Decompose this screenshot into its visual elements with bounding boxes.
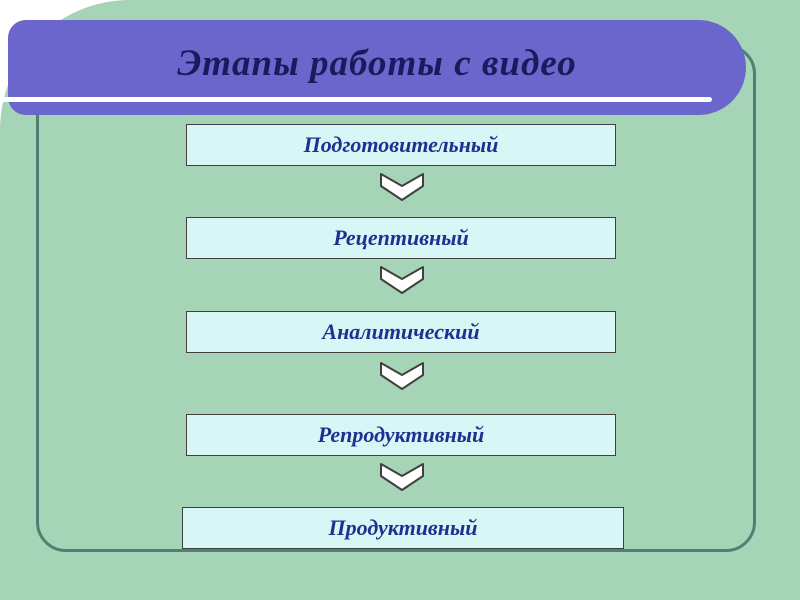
title-underline [0,97,712,102]
step-label: Рецептивный [333,225,469,250]
step-box-preparatory: Подготовительный [186,124,616,166]
step-label: Аналитический [322,319,480,344]
step-box-receptive: Рецептивный [186,217,616,259]
down-arrow-icon [380,266,424,294]
step-label: Продуктивный [328,515,478,540]
step-label: Подготовительный [303,132,499,157]
step-box-reproductive: Репродуктивный [186,414,616,456]
step-label: Репродуктивный [317,422,485,447]
down-arrow-icon [380,362,424,390]
step-box-analytical: Аналитический [186,311,616,353]
step-box-productive: Продуктивный [182,507,624,549]
down-arrow-icon [380,463,424,491]
down-arrow-icon [380,173,424,201]
page-title: Этапы работы с видео [177,43,577,84]
